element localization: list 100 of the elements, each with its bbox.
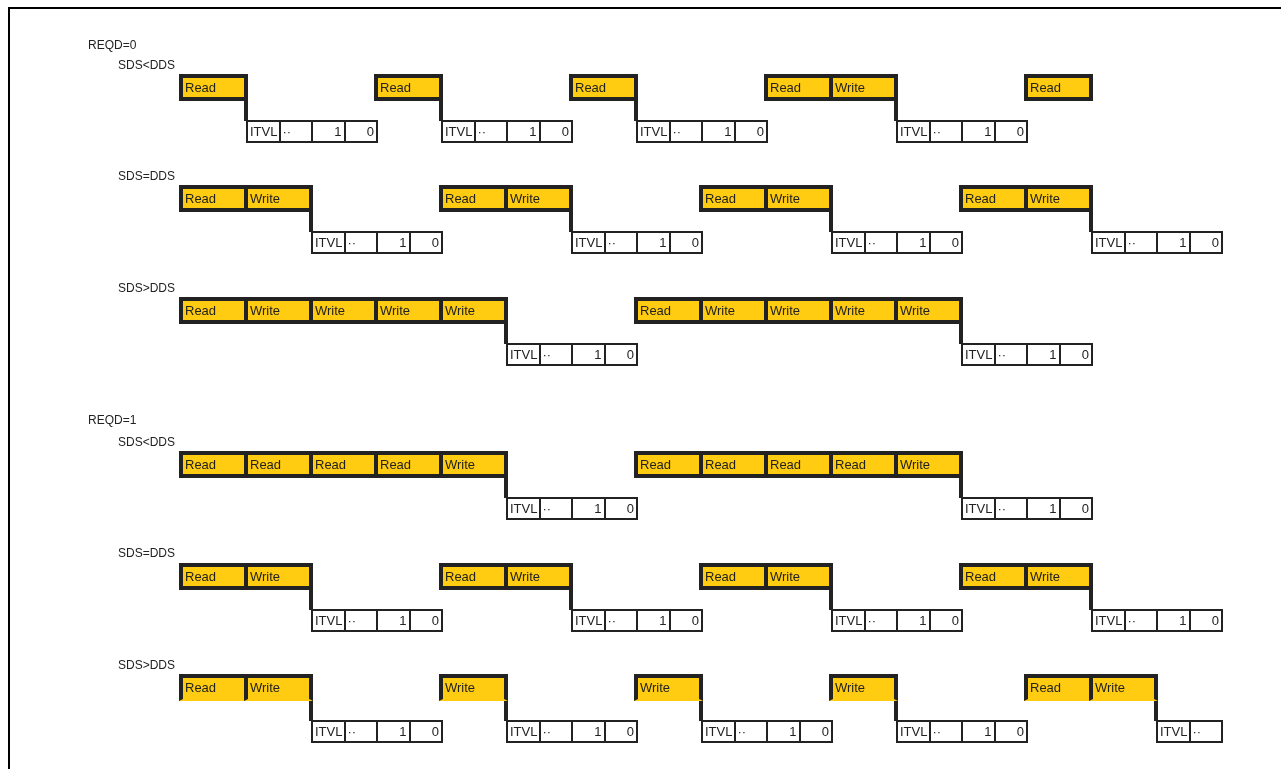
interval-field: 0 <box>408 720 443 743</box>
interval-field: 0 <box>1188 231 1223 254</box>
timing-slot: Write <box>699 297 764 324</box>
interval-field: ITVL <box>506 497 541 520</box>
interval-field: 0 <box>538 120 573 143</box>
interval-field: 1 <box>636 231 671 254</box>
row-label: SDS=DDS <box>118 169 176 183</box>
interval-field: 1 <box>1026 343 1061 366</box>
timing-slot: Read <box>829 451 894 478</box>
interval-field: 1 <box>636 609 671 632</box>
interval-field: ITVL <box>506 720 541 743</box>
timing-slot: Read <box>374 451 439 478</box>
timing-slot: Write <box>374 297 439 324</box>
interval-field: 1 <box>571 720 606 743</box>
interval-field: 1 <box>961 120 996 143</box>
interval-field: ITVL <box>311 720 346 743</box>
interval-field: 1 <box>1026 497 1061 520</box>
interval-field: ITVL <box>1091 231 1126 254</box>
interval-field: ·· <box>1188 720 1223 743</box>
timing-slot: Write <box>439 451 508 478</box>
interval-field: 0 <box>343 120 378 143</box>
interval-field: 0 <box>408 609 443 632</box>
interval-field: 0 <box>928 609 963 632</box>
timing-slot: Read <box>699 451 764 478</box>
interval-field: 1 <box>896 231 931 254</box>
row-label: SDS=DDS <box>118 546 176 560</box>
timing-slot: Read <box>959 563 1024 590</box>
interval-field: ITVL <box>961 343 996 366</box>
interval-field: 0 <box>993 120 1028 143</box>
interval-field: 0 <box>603 720 638 743</box>
timing-slot: Write <box>1024 563 1093 590</box>
timing-slot: Write <box>829 74 898 101</box>
timing-slot: Read <box>374 74 443 101</box>
interval-field: 1 <box>701 120 736 143</box>
timing-slot: Read <box>179 451 244 478</box>
interval-field: 1 <box>961 720 996 743</box>
timing-slot: Write <box>829 297 894 324</box>
timing-slot: Read <box>179 563 244 590</box>
interval-field: 1 <box>376 609 411 632</box>
row-label: SDS>DDS <box>118 658 176 672</box>
timing-slot: Write <box>504 185 573 212</box>
timing-slot: Write <box>764 297 829 324</box>
interval-field: ITVL <box>441 120 476 143</box>
timing-slot: Read <box>244 451 309 478</box>
interval-field: 1 <box>766 720 801 743</box>
timing-slot: Read <box>634 297 699 324</box>
timing-slot: Write <box>894 297 963 324</box>
timing-slot: Read <box>1024 74 1093 101</box>
timing-slot: Read <box>569 74 638 101</box>
timing-slot: Read <box>179 185 244 212</box>
timing-slot: Write <box>829 674 898 701</box>
timing-slot: Write <box>1089 674 1158 701</box>
interval-field: 0 <box>733 120 768 143</box>
timing-slot: Write <box>244 297 309 324</box>
timing-slot: Read <box>309 451 374 478</box>
timing-slot: Read <box>764 451 829 478</box>
interval-field: 1 <box>571 343 606 366</box>
row-label: SDS>DDS <box>118 281 176 295</box>
timing-slot: Read <box>959 185 1024 212</box>
interval-field: 1 <box>506 120 541 143</box>
interval-field: 1 <box>1156 231 1191 254</box>
timing-slot: Write <box>764 185 833 212</box>
timing-slot: Read <box>634 451 699 478</box>
interval-field: 0 <box>1058 497 1093 520</box>
interval-field: 0 <box>798 720 833 743</box>
timing-slot: Write <box>1024 185 1093 212</box>
timing-slot: Write <box>894 451 963 478</box>
interval-field: 0 <box>1188 609 1223 632</box>
timing-slot: Read <box>179 297 244 324</box>
row-label: SDS<DDS <box>118 58 176 72</box>
timing-slot: Write <box>244 185 313 212</box>
interval-field: ITVL <box>246 120 281 143</box>
timing-slot: Read <box>179 674 244 701</box>
interval-field: ITVL <box>896 120 931 143</box>
interval-field: ITVL <box>1091 609 1126 632</box>
interval-field: 1 <box>896 609 931 632</box>
timing-slot: Read <box>179 74 248 101</box>
interval-field: 0 <box>993 720 1028 743</box>
interval-field: ITVL <box>831 231 866 254</box>
interval-field: 0 <box>1058 343 1093 366</box>
interval-field: ITVL <box>701 720 736 743</box>
timing-slot: Write <box>309 297 374 324</box>
interval-field: 0 <box>603 497 638 520</box>
timing-slot: Read <box>764 74 829 101</box>
interval-field: ITVL <box>571 609 606 632</box>
timing-slot: Write <box>244 674 313 701</box>
row-label: SDS<DDS <box>118 435 176 449</box>
timing-slot: Read <box>439 563 504 590</box>
interval-field: ITVL <box>571 231 606 254</box>
timing-slot: Write <box>439 297 508 324</box>
interval-field: ITVL <box>311 609 346 632</box>
row-label: REQD=0 <box>88 38 137 52</box>
interval-field: 1 <box>376 231 411 254</box>
timing-slot: Write <box>244 563 313 590</box>
interval-field: ITVL <box>506 343 541 366</box>
interval-field: 0 <box>603 343 638 366</box>
timing-slot: Read <box>1024 674 1089 701</box>
interval-field: 1 <box>571 497 606 520</box>
interval-field: 0 <box>408 231 443 254</box>
timing-slot: Write <box>764 563 833 590</box>
